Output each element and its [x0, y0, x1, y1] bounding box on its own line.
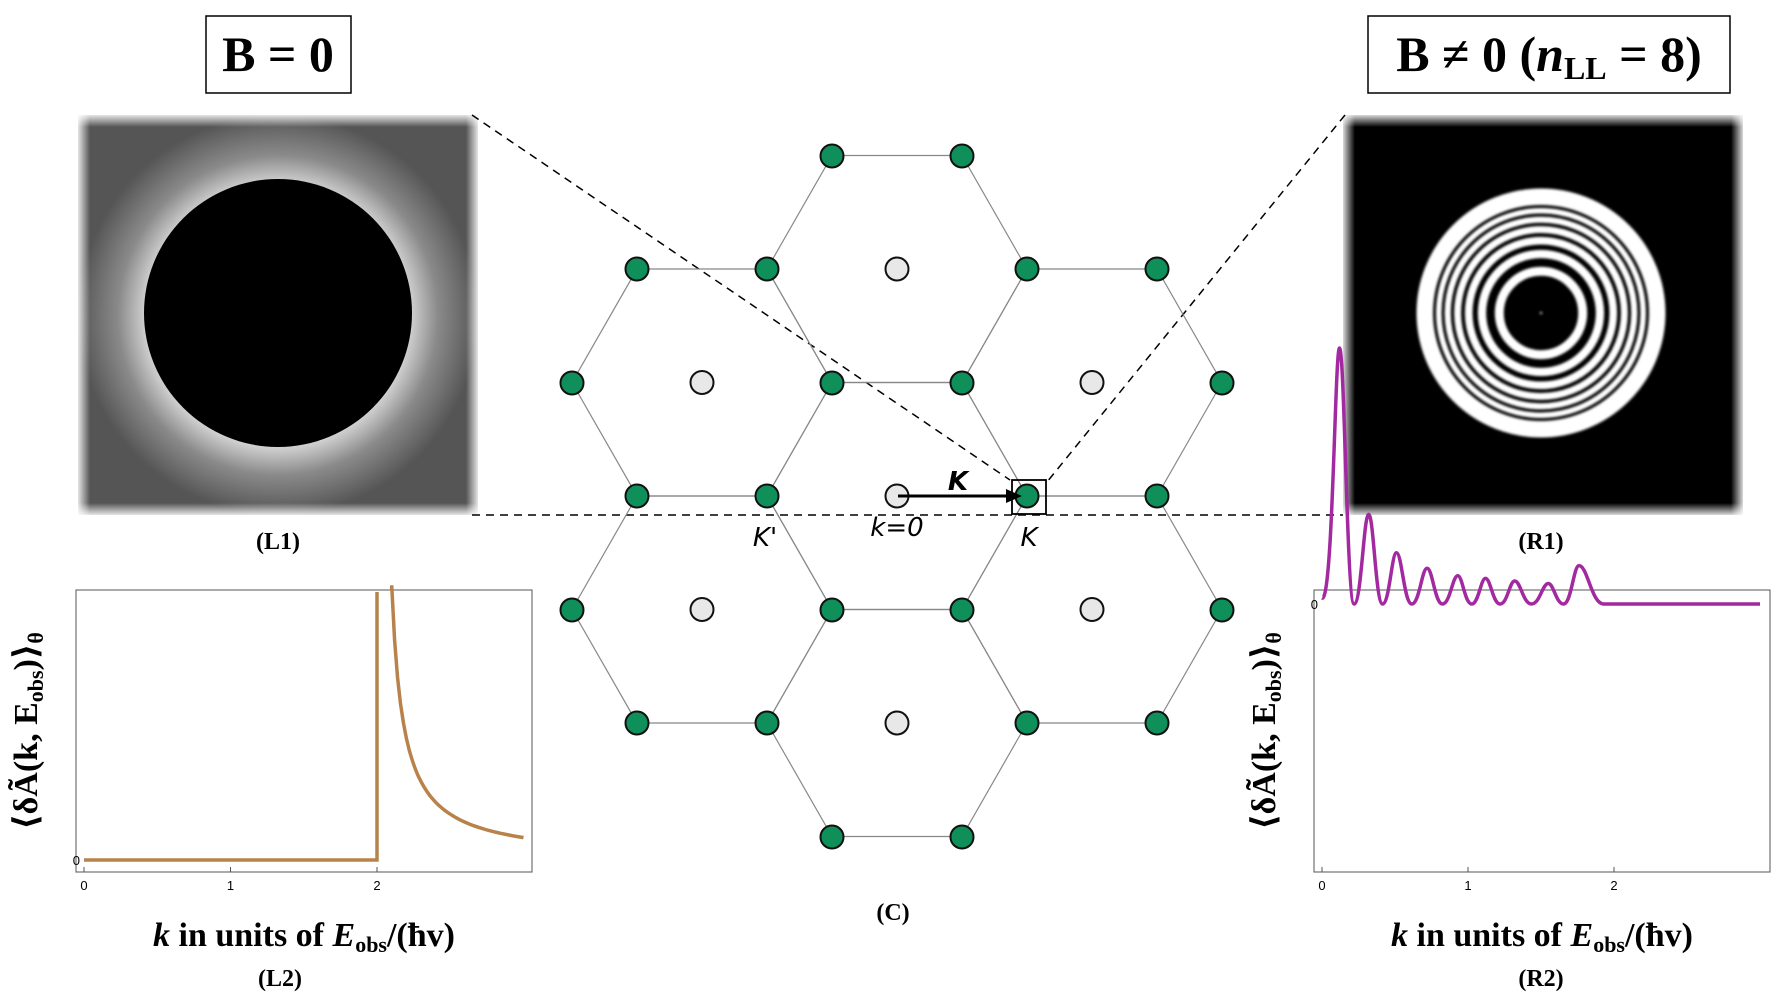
k-site-green: [624, 483, 650, 509]
landau-ring: [1428, 200, 1654, 426]
k-site-green: [949, 143, 975, 169]
y-tick-label: 0: [73, 853, 80, 868]
k-site-green: [624, 256, 650, 282]
landau-ring: [1477, 249, 1605, 377]
k-site-green: [1209, 597, 1235, 623]
r2-plot-frame: [1313, 589, 1771, 873]
x-tick-label: 1: [227, 878, 234, 893]
l1-dark-disk: [144, 179, 412, 447]
k-site-green: [754, 256, 780, 282]
kprime-point-label: K': [753, 523, 777, 553]
k-point-zoom-box: [1011, 479, 1047, 515]
left-title-box: [205, 15, 352, 94]
r2-caption: (R2): [1518, 966, 1563, 992]
r2-ylabel: ⟨δÃ(k, Eobs)⟩θ: [1246, 632, 1286, 830]
landau-ring: [1436, 208, 1646, 418]
right-title-box: [1367, 15, 1731, 94]
x-tick-label: 2: [373, 878, 380, 893]
l2-caption: (L2): [258, 966, 302, 992]
center-caption: (C): [876, 900, 909, 926]
k-site-green: [1144, 256, 1170, 282]
gamma-site-white: [884, 256, 910, 282]
k-site-green: [1144, 710, 1170, 736]
l1-fermi-surface-image: [78, 115, 478, 515]
k-site-green: [754, 483, 780, 509]
y-tick-label: 0: [1311, 597, 1318, 612]
k-site-green: [949, 370, 975, 396]
k-site-green: [949, 824, 975, 850]
gamma-site-white: [1079, 370, 1105, 395]
k-site-green: [819, 143, 845, 169]
r2-xlabel: k in units of Eobs/(ħv): [1391, 917, 1693, 957]
l2-xlabel: k in units of Eobs/(ħv): [153, 917, 455, 957]
k-site-green: [1014, 710, 1040, 736]
l2-ylabel: ⟨δÃ(k, Eobs)⟩θ: [8, 632, 48, 830]
k-point-label: K: [1020, 523, 1039, 553]
r1-caption: (R1): [1518, 529, 1563, 555]
k-site-green: [819, 824, 845, 850]
right-title: B ≠ 0 (nLL = 8): [1396, 26, 1702, 86]
k-site-green: [1144, 483, 1170, 509]
origin-label: k=0: [870, 513, 923, 543]
x-tick-label: 0: [80, 878, 87, 893]
k-site-green: [559, 370, 585, 396]
landau-ring: [1444, 216, 1638, 410]
r2-curve: [1320, 346, 1760, 606]
k-site-green: [559, 597, 585, 623]
landau-ring: [1494, 266, 1588, 360]
gamma-site-white: [884, 710, 910, 736]
k-site-green: [1209, 370, 1235, 396]
r2-plot: 0 1 2 0: [1311, 346, 1771, 893]
ring-center-dot: [1539, 311, 1543, 315]
landau-ring: [1464, 236, 1618, 390]
gamma-site-white: [1079, 597, 1105, 622]
l2-curve: [84, 585, 524, 862]
k-site-green: [624, 710, 650, 736]
k-vector-arrow: [898, 489, 1022, 503]
landau-ring: [1416, 188, 1666, 438]
k-site-green: [819, 597, 845, 623]
honeycomb-lattice: [559, 143, 1235, 850]
k-site-green: [949, 597, 975, 623]
gamma-site-white: [689, 370, 715, 395]
k-site-green: [754, 710, 780, 736]
x-tick-label: 2: [1610, 878, 1617, 893]
l1-caption: (L1): [256, 529, 300, 555]
zoom-guide-lines: [471, 114, 1346, 516]
x-tick-label: 0: [1318, 878, 1325, 893]
l2-plot-frame: [75, 589, 533, 873]
l2-plot: 0 1 2 0: [73, 585, 533, 893]
r1-landau-rings-image: [1343, 115, 1743, 515]
k-site-green: [1014, 256, 1040, 282]
gamma-site-white: [689, 597, 715, 622]
landau-ring: [1454, 226, 1628, 400]
x-tick-label: 1: [1464, 878, 1471, 893]
k-site-green: [819, 370, 845, 396]
left-title: B = 0: [222, 26, 334, 82]
k-vector-label: K: [948, 467, 970, 497]
